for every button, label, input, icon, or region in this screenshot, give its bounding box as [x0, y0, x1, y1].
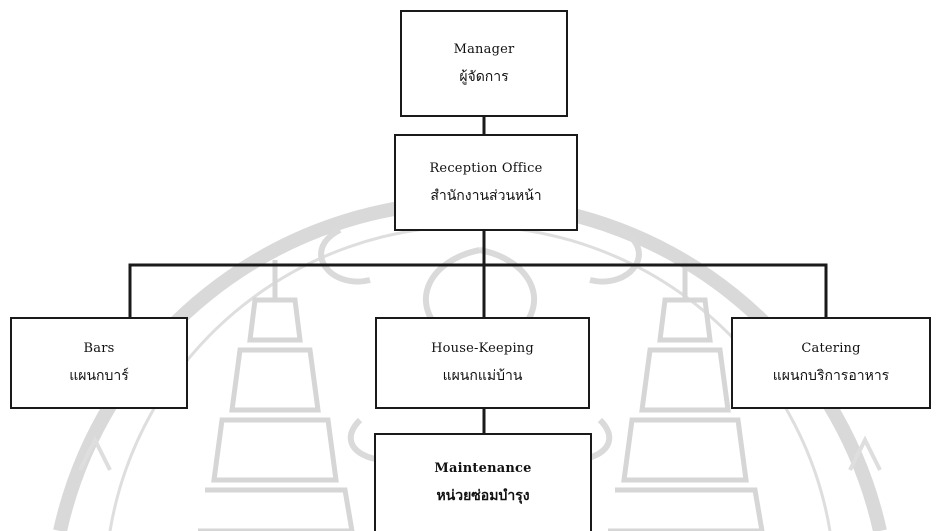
node-catering-label-en: Catering	[801, 341, 861, 356]
node-maintenance-label-en: Maintenance	[434, 461, 532, 476]
node-reception-office: Reception Office สำนักงานส่วนหน้า	[394, 134, 578, 231]
node-house-keeping: House-Keeping แผนกแม่บ้าน	[375, 317, 590, 409]
node-catering: Catering แผนกบริการอาหาร	[731, 317, 931, 409]
node-manager: Manager ผู้จัดการ	[400, 10, 568, 117]
node-bars: Bars แผนกบาร์	[10, 317, 188, 409]
node-reception-label-th: สำนักงานส่วนหน้า	[430, 187, 542, 204]
node-housekeeping-label-en: House-Keeping	[431, 341, 534, 356]
node-bars-label-th: แผนกบาร์	[69, 368, 129, 384]
node-manager-label-th: ผู้จัดการ	[459, 68, 509, 85]
node-bars-label-en: Bars	[83, 341, 115, 356]
node-housekeeping-label-th: แผนกแม่บ้าน	[442, 368, 523, 384]
node-maintenance: Maintenance หน่วยซ่อมบำรุง	[374, 433, 592, 531]
node-manager-label-en: Manager	[453, 41, 515, 57]
node-maintenance-label-th: หน่วยซ่อมบำรุง	[436, 488, 530, 504]
node-catering-label-th: แผนกบริการอาหาร	[772, 368, 890, 384]
node-reception-label-en: Reception Office	[429, 160, 543, 176]
